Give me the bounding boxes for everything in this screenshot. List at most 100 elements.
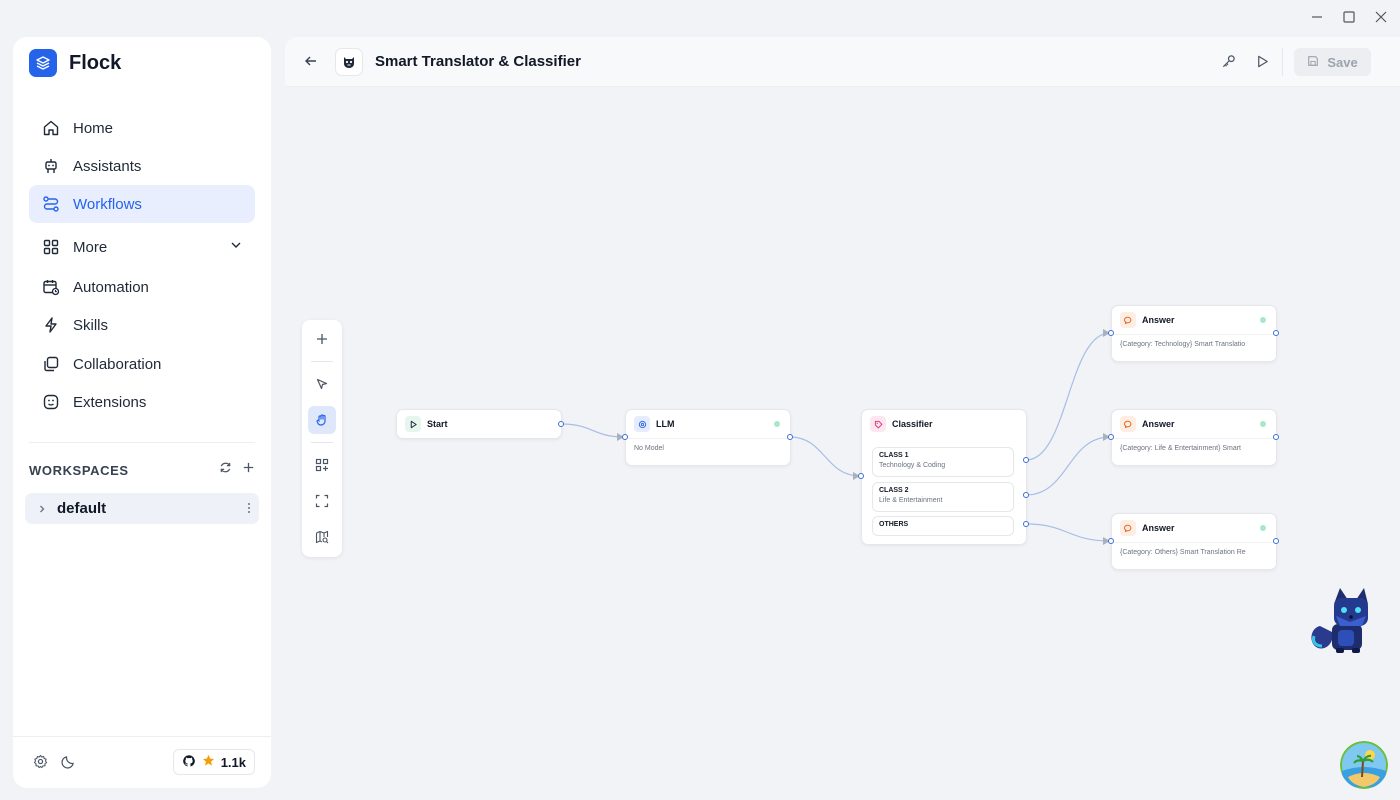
star-icon: [202, 754, 215, 770]
input-handle[interactable]: [858, 473, 864, 479]
minimize-icon[interactable]: [1308, 8, 1326, 26]
grid-icon: [41, 237, 61, 257]
back-arrow-icon[interactable]: [303, 53, 319, 74]
chat-bubble-icon: [1120, 520, 1136, 536]
chat-bubble-icon: [1120, 416, 1136, 432]
more-vertical-icon[interactable]: [247, 501, 251, 519]
edge-class1-answer1: [1025, 332, 1111, 461]
hand-pan-icon[interactable]: [308, 406, 336, 434]
refresh-icon[interactable]: [219, 461, 232, 479]
class-desc: Life & Entertainment: [879, 497, 943, 504]
add-widget-icon[interactable]: [308, 451, 336, 479]
status-dot: [1260, 421, 1266, 427]
workspaces-header: WORKSPACES: [29, 461, 255, 479]
input-handle[interactable]: [1108, 434, 1114, 440]
smile-icon: [41, 392, 61, 412]
home-icon: [41, 118, 61, 138]
sidebar-item-collaboration[interactable]: Collaboration: [29, 345, 255, 383]
moon-icon[interactable]: [61, 754, 76, 774]
workspace-name: default: [57, 500, 107, 517]
node-answer-3[interactable]: Answer {Category: Others} Smart Translat…: [1108, 513, 1279, 570]
add-workspace-icon[interactable]: [242, 461, 255, 479]
node-answer-1[interactable]: Answer {Category: Technology} Smart Tran…: [1108, 305, 1279, 362]
pointer-icon[interactable]: [308, 370, 336, 398]
output-handle[interactable]: [1273, 330, 1279, 336]
node-llm[interactable]: LLM No Model: [622, 409, 793, 466]
sidebar-item-extensions[interactable]: Extensions: [29, 383, 255, 421]
status-dot: [1260, 317, 1266, 323]
fox-mascot-icon[interactable]: [1306, 586, 1378, 661]
sidebar-item-label: Automation: [73, 278, 149, 296]
input-handle[interactable]: [622, 434, 628, 440]
tag-icon: [870, 416, 886, 432]
github-stars-badge[interactable]: 1.1k: [172, 749, 255, 775]
brand[interactable]: Flock: [29, 49, 121, 77]
minimap-icon[interactable]: [308, 523, 336, 551]
sidebar-item-home[interactable]: Home: [29, 109, 255, 147]
calendar-clock-icon: [41, 277, 61, 297]
input-handle[interactable]: [1108, 330, 1114, 336]
brand-name: Flock: [69, 51, 122, 74]
classifier-class-1[interactable]: CLASS 1 Technology & Coding: [872, 447, 1014, 477]
input-handle[interactable]: [1108, 538, 1114, 544]
edge-arrowhead: [1103, 329, 1110, 337]
settings-icon[interactable]: [33, 754, 48, 774]
workspace-item-default[interactable]: default: [25, 493, 259, 524]
output-handle-others[interactable]: [1023, 521, 1029, 527]
workspaces-title: WORKSPACES: [29, 462, 129, 478]
workflow-icon: [41, 194, 61, 214]
sidebar-item-workflows[interactable]: Workflows: [29, 185, 255, 223]
output-handle-class-1[interactable]: [1023, 457, 1029, 463]
sidebar-item-more[interactable]: More: [29, 228, 255, 266]
edge-arrowhead: [1103, 433, 1110, 441]
edge-start-llm: [560, 423, 625, 438]
run-play-icon[interactable]: [1255, 54, 1270, 74]
sidebar-item-label: Skills: [73, 316, 109, 334]
output-handle[interactable]: [787, 434, 793, 440]
output-handle[interactable]: [1273, 434, 1279, 440]
node-classifier[interactable]: Classifier CLASS 1 Technology & Coding C…: [858, 409, 1029, 545]
node-body: {Category: Technology} Smart Translatio: [1112, 334, 1276, 354]
workflow-avatar-icon: [335, 48, 363, 76]
sidebar-item-label: More: [73, 238, 108, 256]
chevron-down-icon: [229, 238, 243, 256]
maximize-icon[interactable]: [1340, 8, 1358, 26]
class-name: OTHERS: [879, 521, 909, 528]
play-icon: [405, 416, 421, 432]
github-star-count: 1.1k: [220, 754, 246, 770]
classifier-class-others[interactable]: OTHERS: [872, 516, 1014, 536]
status-dot: [774, 421, 780, 427]
node-title: Start: [427, 419, 448, 429]
key-icon[interactable]: [1221, 54, 1236, 74]
divider: [29, 442, 255, 443]
sidebar-item-assistants[interactable]: Assistants: [29, 147, 255, 185]
node-body: {Category: Life & Entertainment} Smart: [1112, 438, 1276, 458]
github-icon: [182, 754, 196, 771]
sidebar-item-label: Workflows: [73, 195, 142, 213]
node-start[interactable]: Start: [396, 409, 564, 439]
add-node-icon[interactable]: [308, 325, 336, 353]
sidebar-item-label: Home: [73, 119, 114, 137]
copy-icon: [41, 354, 61, 374]
save-icon: [1307, 55, 1319, 70]
node-body: {Category: Others} Smart Translation Re: [1112, 542, 1276, 562]
output-handle[interactable]: [1273, 538, 1279, 544]
save-button[interactable]: Save: [1294, 48, 1371, 76]
chevron-right-icon[interactable]: [37, 504, 47, 514]
close-icon[interactable]: [1372, 8, 1390, 26]
class-name: CLASS 1: [879, 452, 909, 459]
classifier-class-2[interactable]: CLASS 2 Life & Entertainment: [872, 482, 1014, 512]
user-avatar[interactable]: [1340, 741, 1388, 789]
fit-view-icon[interactable]: [308, 487, 336, 515]
llm-chip-icon: [634, 416, 650, 432]
sidebar-item-automation[interactable]: Automation: [29, 268, 255, 306]
node-title: LLM: [656, 419, 675, 429]
sidebar-item-label: Collaboration: [73, 355, 162, 373]
edge-arrowhead: [1103, 537, 1110, 545]
output-handle[interactable]: [558, 421, 564, 427]
node-title: Answer: [1142, 523, 1175, 533]
node-answer-2[interactable]: Answer {Category: Life & Entertainment} …: [1108, 409, 1279, 466]
sidebar-item-skills[interactable]: Skills: [29, 306, 255, 344]
output-handle-class-2[interactable]: [1023, 492, 1029, 498]
